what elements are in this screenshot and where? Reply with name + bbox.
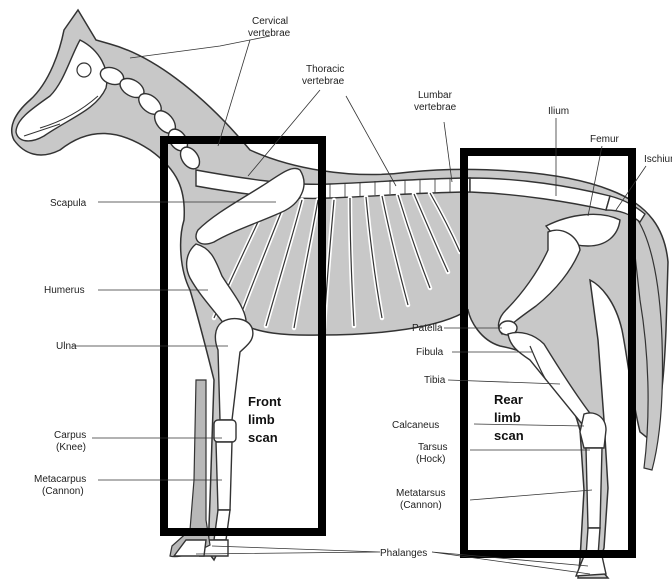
rear-scan-label-2: limb [494, 410, 521, 425]
carpus-bone [214, 420, 236, 442]
label-femur: Femur [590, 134, 620, 145]
label-lumbar-1: Lumbar [418, 90, 453, 101]
label-ulna: Ulna [56, 341, 77, 352]
label-fibula: Fibula [416, 347, 444, 358]
label-lumbar-2: vertebrae [414, 102, 457, 113]
metatarsus-bone [586, 448, 602, 528]
label-ilium: Ilium [548, 106, 569, 117]
front-scan-label-2: limb [248, 412, 275, 427]
label-carpus-1: Carpus [54, 430, 86, 441]
front-scan-label-3: scan [248, 430, 278, 445]
label-carpus-2: (Knee) [56, 442, 86, 453]
label-tibia: Tibia [424, 375, 446, 386]
front-scan-label-1: Front [248, 394, 282, 409]
label-scapula: Scapula [50, 198, 87, 209]
label-calcaneus: Calcaneus [392, 420, 439, 431]
horse-body-silhouette [12, 10, 668, 578]
rear-scan-label-1: Rear [494, 392, 523, 407]
label-patella: Patella [412, 323, 443, 334]
rear-scan-label-3: scan [494, 428, 524, 443]
label-tarsus-2: (Hock) [416, 454, 445, 465]
label-tarsus-1: Tarsus [418, 442, 447, 453]
label-thoracic-2: vertebrae [302, 76, 345, 87]
label-cervical-2: vertebrae [248, 28, 291, 39]
label-metatarsus-2: (Cannon) [400, 500, 442, 511]
label-cervical-1: Cervical [252, 16, 288, 27]
label-metatarsus-1: Metatarsus [396, 488, 445, 499]
tarsus-bone [580, 413, 606, 448]
label-thoracic-1: Thoracic [306, 64, 344, 75]
label-metacarpus-1: Metacarpus [34, 474, 86, 485]
label-humerus: Humerus [44, 285, 85, 296]
label-ischium: Ischium [644, 154, 672, 165]
label-metacarpus-2: (Cannon) [42, 486, 84, 497]
label-phalanges: Phalanges [380, 548, 427, 559]
metacarpus-bone [216, 442, 232, 510]
